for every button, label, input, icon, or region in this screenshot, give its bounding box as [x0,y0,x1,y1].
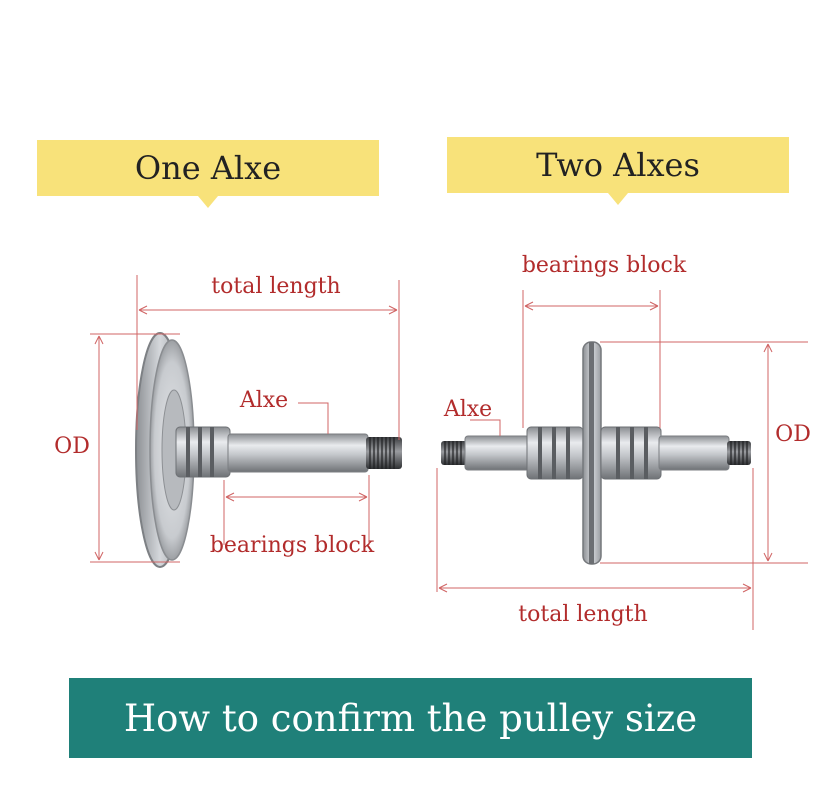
banner-pointer [198,196,218,208]
bearing-groove [552,427,556,479]
bearing-groove [566,427,570,479]
banner-pointer [608,193,628,205]
bearing-groove [186,427,190,477]
left-bearings-block-label: bearings block [210,533,375,558]
threaded-end [366,437,402,469]
left-od-label: OD [54,434,90,459]
right-alxe-label: Alxe [443,397,492,422]
footer-title: How to confirm the pulley size [123,696,698,740]
bearing-groove [538,427,542,479]
right-od-label: OD [775,422,811,447]
two-alxes-banner: Two Alxes [447,137,789,205]
one-alxe-title: One Alxe [134,149,282,187]
pulley-groove [589,342,594,564]
left-total-length-label: total length [211,274,340,299]
bearing-groove [644,427,648,479]
right-bearings-block-label: bearings block [522,253,687,278]
one-alxe-pulley [135,332,402,568]
bearing-groove [616,427,620,479]
thread-lines [444,441,462,465]
one-alxe-banner: One Alxe [37,140,379,208]
thread-lines [730,441,748,465]
left-alxe-label: Alxe [239,388,288,413]
two-alxes-pulley [441,341,751,565]
bearing-groove [630,427,634,479]
shaft [227,433,369,473]
right-shaft [658,435,730,471]
thread-lines [369,437,395,469]
bearing-block [175,426,231,478]
left-shaft [464,435,530,471]
two-alxes-title: Two Alxes [536,146,700,184]
bearing-groove [210,427,214,477]
right-total-length-label: total length [518,602,647,627]
footer-banner: How to confirm the pulley size [69,678,752,758]
one-alxe-dimensions [90,275,400,563]
bearing-groove [198,427,202,477]
two-alxes-dimensions [436,290,808,630]
